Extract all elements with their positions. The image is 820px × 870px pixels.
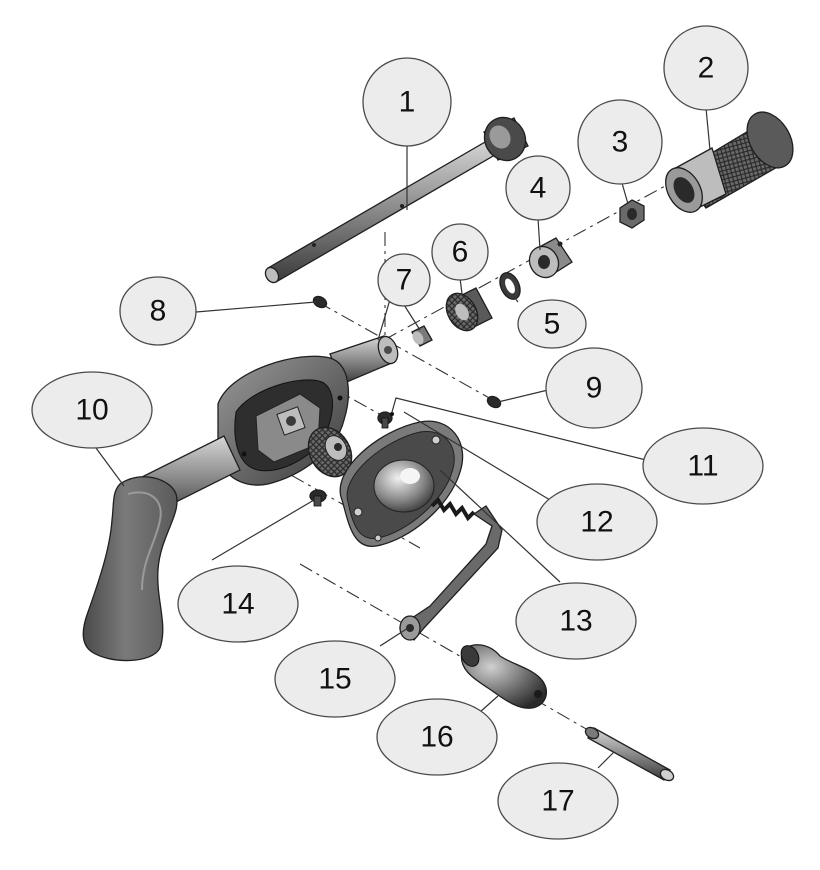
callout-9: 9 xyxy=(545,347,643,429)
callout-16: 16 xyxy=(376,698,498,776)
callout-15-label: 15 xyxy=(318,663,351,696)
callout-11-label: 11 xyxy=(687,450,718,483)
callout-7: 7 xyxy=(377,253,431,307)
callout-11: 11 xyxy=(642,427,764,505)
part-screw-12 xyxy=(390,412,394,416)
callout-12-label: 12 xyxy=(580,506,613,539)
callout-3: 3 xyxy=(577,99,663,185)
part-handle-body xyxy=(82,335,399,662)
callout-1-label: 1 xyxy=(399,86,416,119)
callout-9-label: 9 xyxy=(586,372,603,405)
callout-17: 17 xyxy=(497,762,619,840)
callout-2: 2 xyxy=(663,25,749,111)
callout-4-label: 4 xyxy=(530,172,547,205)
part-knurled-sleeve xyxy=(665,111,794,213)
callout-10: 10 xyxy=(31,371,153,449)
callout-6: 6 xyxy=(431,223,489,281)
callout-8: 8 xyxy=(119,276,197,346)
callout-16-label: 16 xyxy=(420,721,453,754)
part-shaft xyxy=(264,116,529,284)
callout-17-label: 17 xyxy=(541,785,574,818)
leader-lines xyxy=(95,107,711,769)
part-set-screw-9 xyxy=(486,395,502,409)
part-screw-14 xyxy=(309,489,327,507)
callout-14: 14 xyxy=(177,565,299,643)
callout-1: 1 xyxy=(362,57,452,147)
callout-15: 15 xyxy=(274,640,396,718)
callout-5: 5 xyxy=(517,299,587,349)
callout-6-label: 6 xyxy=(452,236,469,269)
part-collar xyxy=(528,237,573,279)
callout-3-label: 3 xyxy=(612,126,629,159)
part-washer xyxy=(499,272,521,300)
callout-13-label: 13 xyxy=(559,605,592,638)
part-screw-11 xyxy=(377,411,393,429)
callout-7-label: 7 xyxy=(396,264,413,297)
callout-5-label: 5 xyxy=(544,308,561,341)
callout-8-label: 8 xyxy=(150,295,167,328)
callout-4: 4 xyxy=(505,155,571,221)
callout-2-label: 2 xyxy=(698,52,715,85)
callout-12: 12 xyxy=(536,483,658,561)
part-cover-plate xyxy=(339,420,464,547)
part-set-screw-8 xyxy=(312,295,328,309)
part-spacer xyxy=(411,325,433,347)
part-crank-knob xyxy=(460,644,548,709)
part-nut xyxy=(619,199,645,229)
callout-10-label: 10 xyxy=(75,394,108,427)
part-pin xyxy=(584,726,675,782)
callout-13: 13 xyxy=(515,582,637,660)
part-pinion-gear xyxy=(445,287,493,332)
callout-14-label: 14 xyxy=(221,588,254,621)
